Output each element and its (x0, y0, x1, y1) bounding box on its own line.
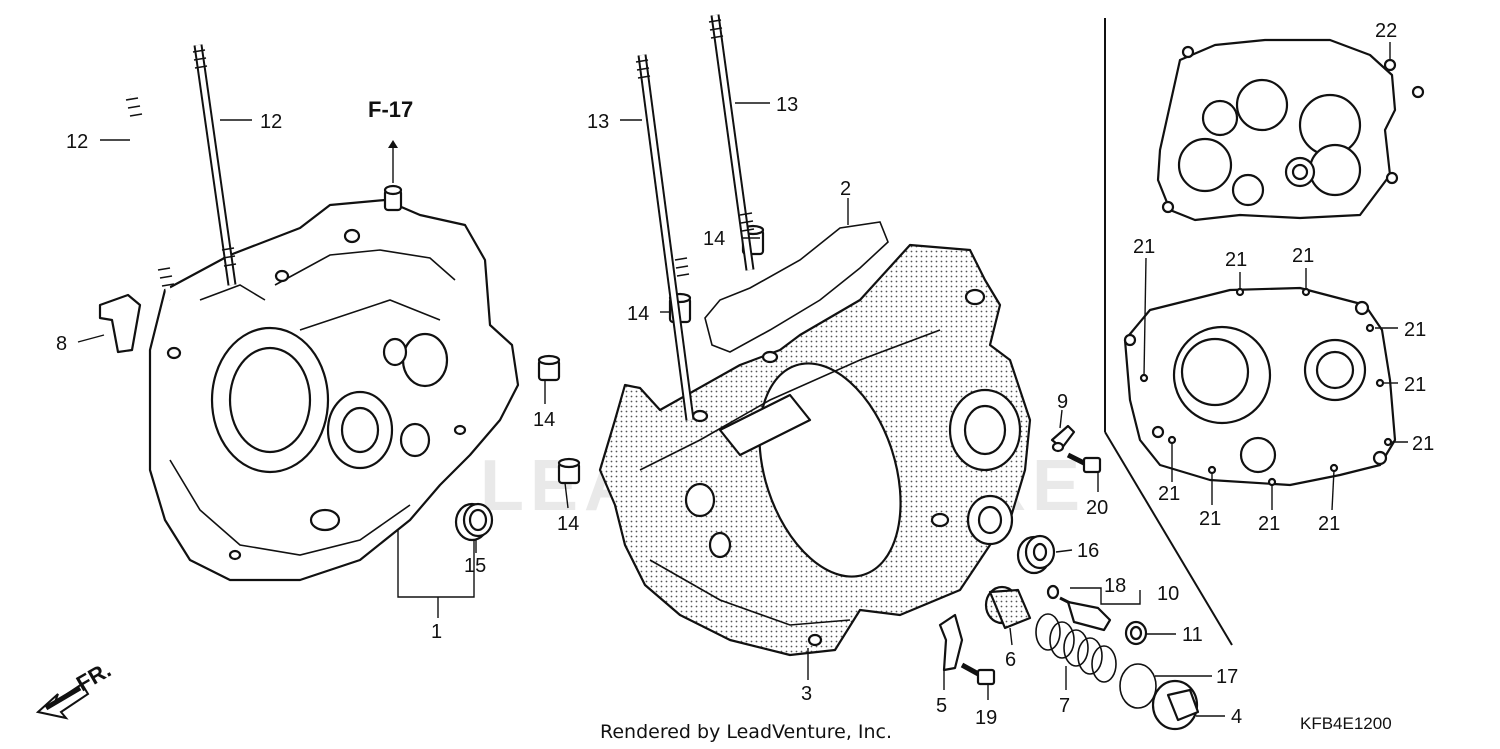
stud-bolt-12-left (125, 94, 175, 301)
left-crankcase-half (148, 184, 520, 582)
callout-12: 12 (66, 131, 88, 153)
callout-14: 14 (627, 303, 649, 325)
callout-21: 21 (1318, 513, 1340, 535)
gasket-22 (1156, 38, 1425, 222)
needle-bearing-15 (454, 502, 494, 542)
callout-4: 4 (1231, 706, 1242, 728)
callout-20: 20 (1086, 497, 1108, 519)
callout-15: 15 (464, 555, 486, 577)
callout-22: 22 (1375, 20, 1397, 42)
callout-21: 21 (1258, 513, 1280, 535)
leader-lines (77, 42, 1408, 717)
bracket-5 (938, 613, 964, 672)
callout-6: 6 (1005, 649, 1016, 671)
bolt-20 (1066, 452, 1102, 474)
stud-bolt-12-right (192, 44, 237, 286)
gasket-21 (1123, 286, 1397, 487)
drain-bolt-4 (1151, 679, 1200, 731)
callout-21: 21 (1404, 374, 1426, 396)
callout-1: 1 (431, 621, 442, 643)
callout-13: 13 (776, 94, 798, 116)
callout-5: 5 (936, 695, 947, 717)
callout-16: 16 (1077, 540, 1099, 562)
callout-17: 17 (1216, 666, 1238, 688)
callout-21: 21 (1133, 236, 1155, 258)
callout-12: 12 (260, 111, 282, 133)
gasket-2 (704, 221, 889, 353)
washer-9 (1051, 441, 1065, 453)
callout-21: 21 (1412, 433, 1434, 455)
callout-21: 21 (1292, 245, 1314, 267)
callout-14: 14 (557, 513, 579, 535)
o-ring-17 (1119, 663, 1157, 709)
right-crankcase-half (598, 243, 1032, 657)
dowel-pin-14-center-low (557, 457, 581, 485)
oil-seal-16 (1016, 534, 1056, 575)
clip-11 (1124, 620, 1148, 646)
o-ring-18 (1046, 584, 1060, 600)
bolt-19 (960, 662, 996, 686)
stud-bolt-13-left (635, 54, 695, 421)
callout-3: 3 (801, 683, 812, 705)
callout-9: 9 (1057, 391, 1068, 413)
inset-divider-diagonal (1104, 431, 1233, 646)
callout-21: 21 (1199, 508, 1221, 530)
callout-8: 8 (56, 333, 67, 355)
callout-18: 18 (1104, 575, 1126, 597)
callout-11: 11 (1182, 624, 1203, 646)
callout-21: 21 (1225, 249, 1247, 271)
callout-13: 13 (587, 111, 609, 133)
callout-2: 2 (840, 178, 851, 200)
bracket-8 (98, 293, 142, 354)
callout-19: 19 (975, 707, 997, 729)
reference-f17: F-17 (368, 97, 413, 122)
dowel-pin-14-left (537, 354, 561, 382)
switch-assy-10 (1059, 596, 1112, 632)
callout-14: 14 (533, 409, 555, 431)
front-direction-arrow (35, 682, 90, 720)
callout-10: 10 (1157, 583, 1179, 605)
callout-21: 21 (1404, 319, 1426, 341)
callout-7: 7 (1059, 695, 1070, 717)
callout-14: 14 (703, 228, 725, 250)
stud-bolt-13-right (708, 14, 755, 271)
callout-21: 21 (1158, 483, 1180, 505)
spring-7 (1035, 613, 1117, 683)
diagram-code: KFB4E1200 (1300, 714, 1392, 733)
credit-text: Rendered by LeadVenture, Inc. (600, 721, 892, 743)
oil-strainer-6 (984, 585, 1032, 630)
